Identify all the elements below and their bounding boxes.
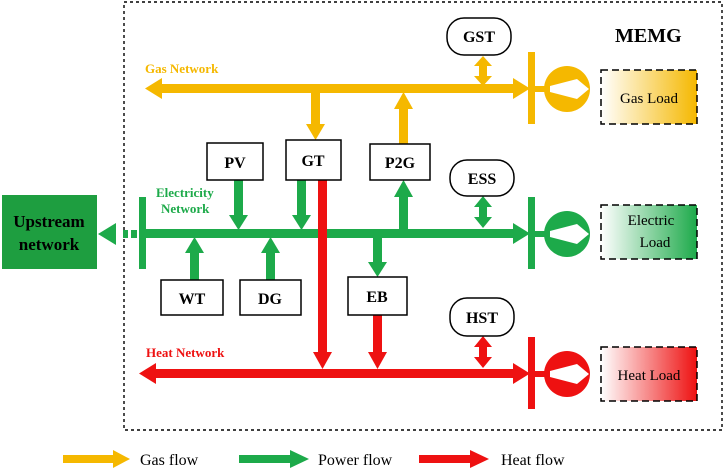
- storage-gst: GST: [446, 17, 512, 56]
- electric-load-label-1: Electric: [628, 213, 675, 229]
- heat-network-label: Heat Network: [146, 345, 225, 360]
- legend-power-arrow: [239, 450, 309, 468]
- storage-ess-label: ESS: [468, 171, 497, 188]
- component-dg-label: DG: [258, 291, 283, 308]
- gas-load: Gas Load: [600, 69, 698, 125]
- component-gt-label: GT: [301, 153, 324, 170]
- legend-gas-label: Gas flow: [140, 452, 199, 469]
- electricity-network-label-1: Electricity: [156, 185, 214, 200]
- electric-load-label-2: Load: [640, 235, 671, 251]
- component-wt: WT: [160, 279, 224, 316]
- electric-load: Electric Load: [600, 204, 698, 260]
- memg-boundary: [123, 1, 723, 431]
- heat-network: [139, 180, 555, 409]
- electricity-network-label-2: Network: [161, 201, 210, 216]
- legend: Gas flow Power flow Heat flow: [63, 450, 565, 469]
- component-p2g-label: P2G: [385, 155, 416, 172]
- storage-gst-label: GST: [463, 29, 495, 46]
- legend-heat-label: Heat flow: [501, 452, 565, 469]
- storage-ess: ESS: [449, 159, 515, 197]
- heat-load-symbol: [544, 351, 590, 397]
- component-wt-label: WT: [179, 291, 206, 308]
- component-p2g: P2G: [369, 143, 431, 181]
- component-pv-label: PV: [224, 155, 246, 172]
- heat-load: Heat Load: [600, 346, 698, 402]
- component-dg: DG: [239, 279, 302, 316]
- upstream-label-1: Upstream: [13, 212, 84, 231]
- gas-load-label: Gas Load: [620, 91, 678, 107]
- upstream-network: Upstream network: [2, 195, 97, 269]
- storage-hst-label: HST: [466, 310, 498, 327]
- component-gt: GT: [285, 139, 342, 181]
- component-eb-label: EB: [366, 289, 388, 306]
- legend-heat-arrow: [419, 450, 489, 468]
- legend-gas-arrow: [63, 450, 130, 468]
- storage-hst: HST: [449, 297, 515, 337]
- gas-load-symbol: [544, 66, 590, 112]
- electric-load-symbol: [544, 211, 590, 257]
- gas-network-label: Gas Network: [145, 61, 219, 76]
- legend-power-label: Power flow: [318, 452, 393, 469]
- heat-load-label: Heat Load: [618, 368, 681, 384]
- upstream-label-2: network: [19, 235, 80, 254]
- component-eb: EB: [347, 276, 408, 316]
- component-pv: PV: [206, 142, 264, 181]
- memg-title: MEMG: [615, 25, 682, 47]
